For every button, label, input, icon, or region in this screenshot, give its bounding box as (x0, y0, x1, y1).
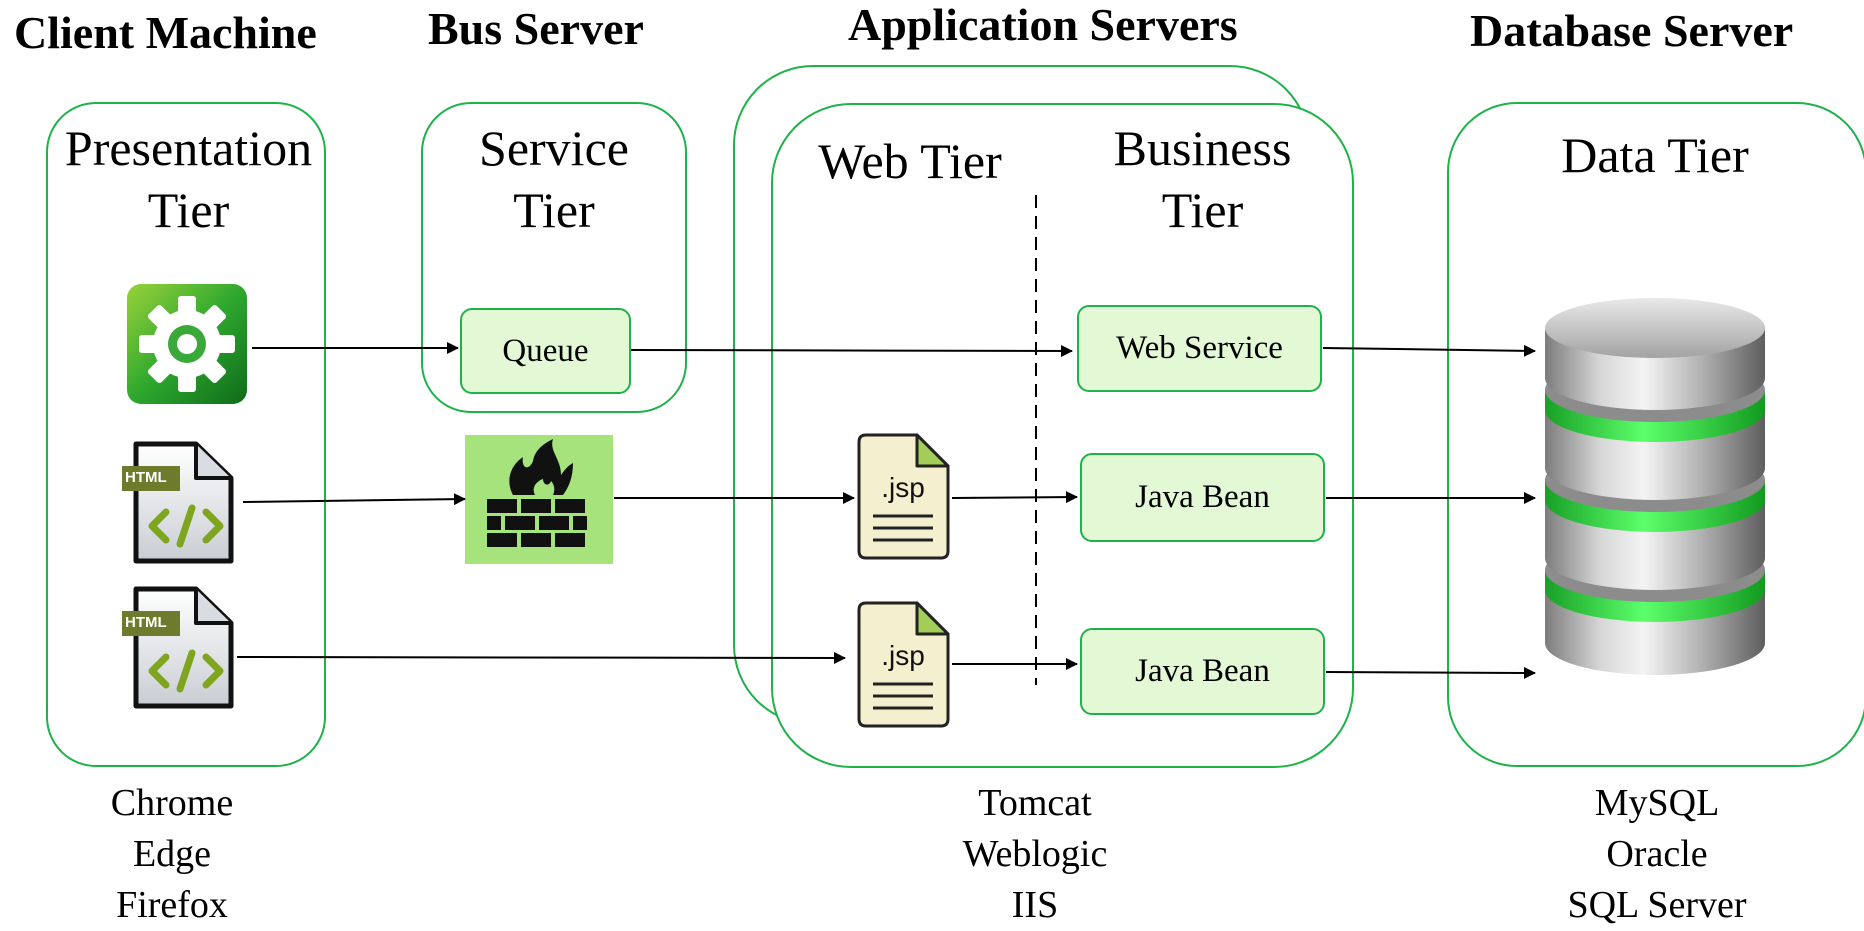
client-footer: Chrome Edge Firefox (72, 778, 272, 931)
arrow-html1-to-firewall (242, 493, 466, 506)
html-badge-label-1: HTML (125, 469, 167, 486)
web-tier-title: Web Tier (818, 133, 1002, 189)
client-footer-item: Firefox (116, 884, 228, 926)
business-tier-line-2: Tier (1161, 182, 1244, 238)
service-tier-line-1: Service (479, 120, 629, 176)
client-footer-item: Chrome (110, 782, 234, 824)
arrow-queue-to-web-service (630, 344, 1073, 357)
presentation-tier-line-1: Presentation (64, 120, 313, 176)
firewall-icon (465, 435, 613, 564)
db-footer-item: Oracle (1606, 833, 1708, 875)
presentation-tier-title: Presentation Tier (46, 117, 331, 241)
arrow-html2-to-jsp2 (236, 651, 846, 664)
data-tier-title: Data Tier (1561, 127, 1749, 183)
jsp-file-icon-2: .jsp (853, 600, 951, 730)
client-footer-item: Edge (132, 833, 212, 875)
business-tier-line-1: Business (1113, 120, 1292, 176)
database-icon (1545, 298, 1765, 675)
gear-app-icon (127, 284, 247, 404)
web-service-box: Web Service (1077, 305, 1322, 392)
app-footer-item: Weblogic (962, 833, 1108, 875)
header-database-server: Database Server (1470, 5, 1794, 56)
presentation-tier-line-2: Tier (147, 182, 230, 238)
java-bean-box-2: Java Bean (1080, 628, 1325, 715)
java-bean-box-1: Java Bean (1080, 453, 1325, 542)
arrow-jsp1-to-java-bean1 (951, 491, 1078, 504)
service-tier-line-2: Tier (513, 182, 595, 238)
arrow-java-bean2-to-db (1325, 666, 1536, 679)
jsp-file-icon-1: .jsp (853, 432, 951, 562)
jsp-label-2: .jsp (881, 640, 925, 671)
html-file-icon-2: HTML (120, 585, 235, 710)
header-application-servers: Application Servers (848, 0, 1238, 50)
app-server-footer: Tomcat Weblogic IIS (935, 778, 1135, 931)
html-file-icon-1: HTML (120, 440, 235, 565)
jsp-label-1: .jsp (881, 472, 925, 503)
business-tier-title: Business Tier (1080, 117, 1325, 241)
service-tier-title: Service Tier (421, 117, 687, 241)
header-client-machine: Client Machine (14, 7, 317, 58)
db-footer-item: MySQL (1594, 782, 1720, 824)
header-bus-server: Bus Server (428, 3, 644, 54)
arrow-web-service-to-db (1322, 344, 1536, 357)
app-footer-item: IIS (1011, 884, 1059, 926)
queue-box: Queue (460, 308, 631, 394)
db-footer-item: SQL Server (1567, 884, 1747, 926)
html-badge-label-2: HTML (125, 614, 167, 631)
app-footer-item: Tomcat (978, 782, 1092, 824)
database-footer: MySQL Oracle SQL Server (1537, 778, 1777, 931)
